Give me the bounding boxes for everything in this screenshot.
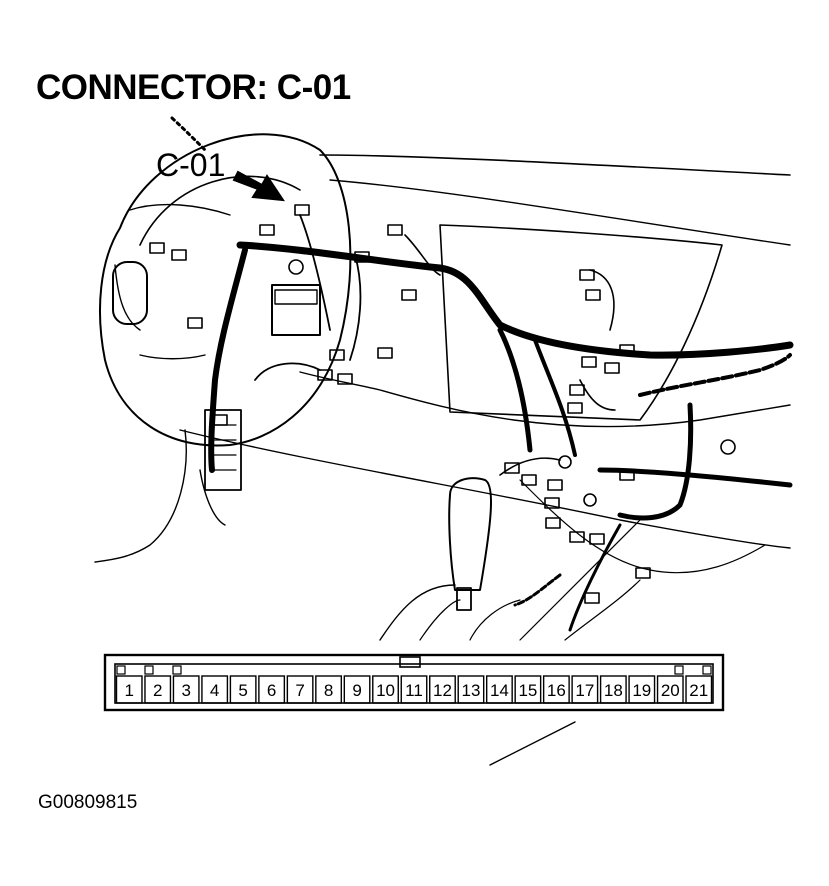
side-vent [112,261,148,325]
pin-cell-16 [542,675,570,704]
lower-wire-harness [497,327,533,453]
small-connectors [149,204,651,604]
callout-leader-dotted [170,116,207,152]
left-wire-harness [208,247,248,473]
pin-cell-15 [514,675,542,704]
pin-label-9: 9 [352,681,361,700]
pin-cell-1 [115,675,143,704]
center-panel-outline [439,224,723,421]
pin-cell-8 [315,675,343,704]
pin-label-14: 14 [490,681,509,700]
pin-label-16: 16 [547,681,566,700]
pin-cell-9 [343,675,371,704]
callout-label: C-01 [156,147,225,183]
pin-label-3: 3 [181,681,190,700]
pin-label-13: 13 [461,681,480,700]
pin-cell-3 [172,675,200,704]
pin-label-12: 12 [433,681,452,700]
pin-cell-13 [457,675,485,704]
diagram-title: CONNECTOR: C-01 [36,68,351,107]
pin-label-8: 8 [324,681,333,700]
pin-cell-10 [372,675,399,704]
pin-label-11: 11 [405,681,423,700]
pin-label-21: 21 [689,681,708,700]
pin-label-2: 2 [153,681,162,700]
pin-cell-4 [201,675,229,704]
pin-cell-7 [286,675,314,704]
pin-cell-11 [400,675,428,704]
connector-latch [399,656,421,668]
pin-cell-17 [571,675,599,704]
dashboard-top-edge [319,154,791,176]
pin-label-18: 18 [604,681,623,700]
steering-wheel-inner [139,175,301,246]
pin-cell-5 [229,675,257,704]
pin-label-15: 15 [518,681,537,700]
callout-arrow [232,170,286,202]
pin-cell-14 [485,675,513,704]
pin-label-19: 19 [632,681,651,700]
pin-cell-6 [258,675,286,704]
pin-label-10: 10 [376,681,395,700]
relay-box [271,284,321,336]
pin-cell-21 [685,675,713,704]
pin-cell-20 [656,675,684,704]
fuse-block [204,409,242,491]
pin-label-5: 5 [238,681,247,700]
main-wire-harness [236,241,794,359]
connector-housing [103,653,725,712]
pin-cell-18 [599,675,627,704]
pin-label-7: 7 [295,681,304,700]
pin-label-20: 20 [661,681,680,700]
pin-label-6: 6 [267,681,276,700]
pin-cell-19 [628,675,656,704]
pin-label-1: 1 [125,681,134,700]
bottom-leader-line [489,721,576,766]
pin-label-17: 17 [575,681,594,700]
pin-cell-12 [429,675,456,704]
pin-label-4: 4 [210,681,219,700]
figure-id: G00809815 [38,792,138,813]
pin-cell-2 [144,675,172,704]
gear-shifter [448,477,492,591]
steering-wheel-outline [99,133,352,447]
